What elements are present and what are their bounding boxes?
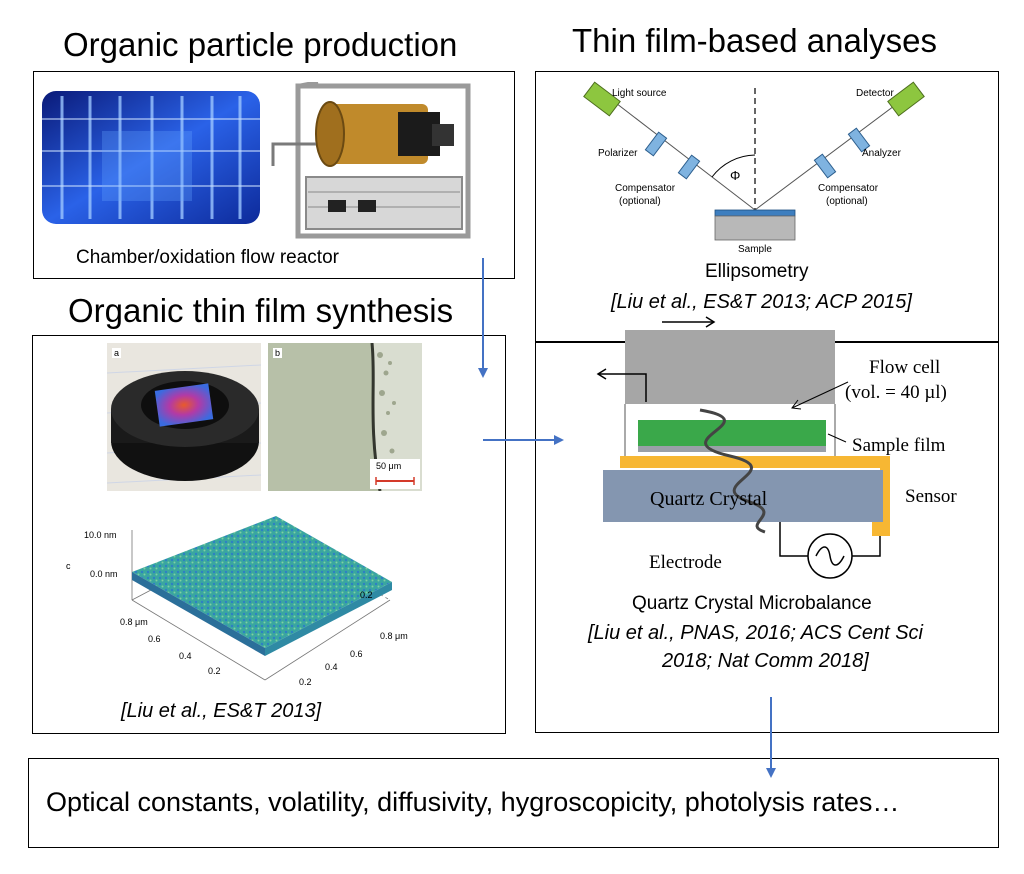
ellipsometry-title: Ellipsometry [705,261,809,282]
flow-reactor-image [271,82,471,239]
afm-y-tick-3: 0.4 [325,662,338,672]
qcm-citation-line1: [Liu et al., PNAS, 2016; ACS Cent Sci [588,622,923,644]
qcm-title: Quartz Crystal Microbalance [632,593,872,614]
afm-x-tick-4: 0.2 [208,666,221,676]
compensator-right-label: Compensator [818,183,879,194]
afm-y-tick-2: 0.6 [350,649,363,659]
flow-cell-volume-label: (vol. = 40 µl) [845,382,947,403]
optional-right-label: (optional) [826,196,868,207]
sensor-label: Sensor [905,486,957,507]
afm-z-top: 10.0 nm [84,530,117,540]
compensator-left-label: Compensator [615,183,676,194]
output-text: Optical constants, volatility, diffusivi… [46,787,900,817]
photo-label-a: a [112,348,122,358]
afm-y-tick-1: 0.8 μm [380,631,408,641]
afm-y-corner-tick: 0.2 [360,590,373,600]
reactor-caption: Chamber/oxidation flow reactor [76,247,339,268]
afm-surface-plot [131,516,392,681]
film-micrograph-b [268,343,422,491]
qcm-citation-line2: 2018; Nat Comm 2018] [662,650,869,672]
chamber-photo [42,91,260,224]
afm-y-tick-4: 0.2 [299,677,312,687]
polarizer-label: Polarizer [598,148,638,159]
afm-z-zero: 0.0 nm [90,569,118,579]
quartz-crystal-label: Quartz Crystal [650,488,768,510]
afm-x-tick-3: 0.4 [179,651,192,661]
afm-panel-label-c: c [66,561,71,571]
afm-x-tick-1: 0.8 μm [120,617,148,627]
film-photo-a [107,343,261,491]
flow-cell-label: Flow cell [869,357,941,378]
afm-x-tick-2: 0.6 [148,634,161,644]
optional-left-label: (optional) [619,196,661,207]
heading-synthesis: Organic thin film synthesis [68,292,454,329]
phi-symbol: Φ [730,168,741,183]
electrode-label: Electrode [649,552,722,573]
output-box [28,758,999,848]
analyzer-label: Analyzer [862,148,901,159]
qcm-schematic [596,316,890,579]
synthesis-citation: [Liu et al., ES&T 2013] [121,700,322,722]
sample-film-label: Sample film [852,435,946,456]
ellipsometry-schematic [583,81,925,241]
light-source-label: Light source [612,88,667,99]
photo-label-b: b [273,348,283,358]
detector-label: Detector [856,88,894,99]
scale-bar-label: 50 μm [376,461,402,471]
heading-production: Organic particle production [63,26,458,63]
ellipsometry-citation: [Liu et al., ES&T 2013; ACP 2015] [611,291,912,313]
sample-label: Sample [738,244,772,255]
heading-analyses: Thin film-based analyses [572,22,937,59]
